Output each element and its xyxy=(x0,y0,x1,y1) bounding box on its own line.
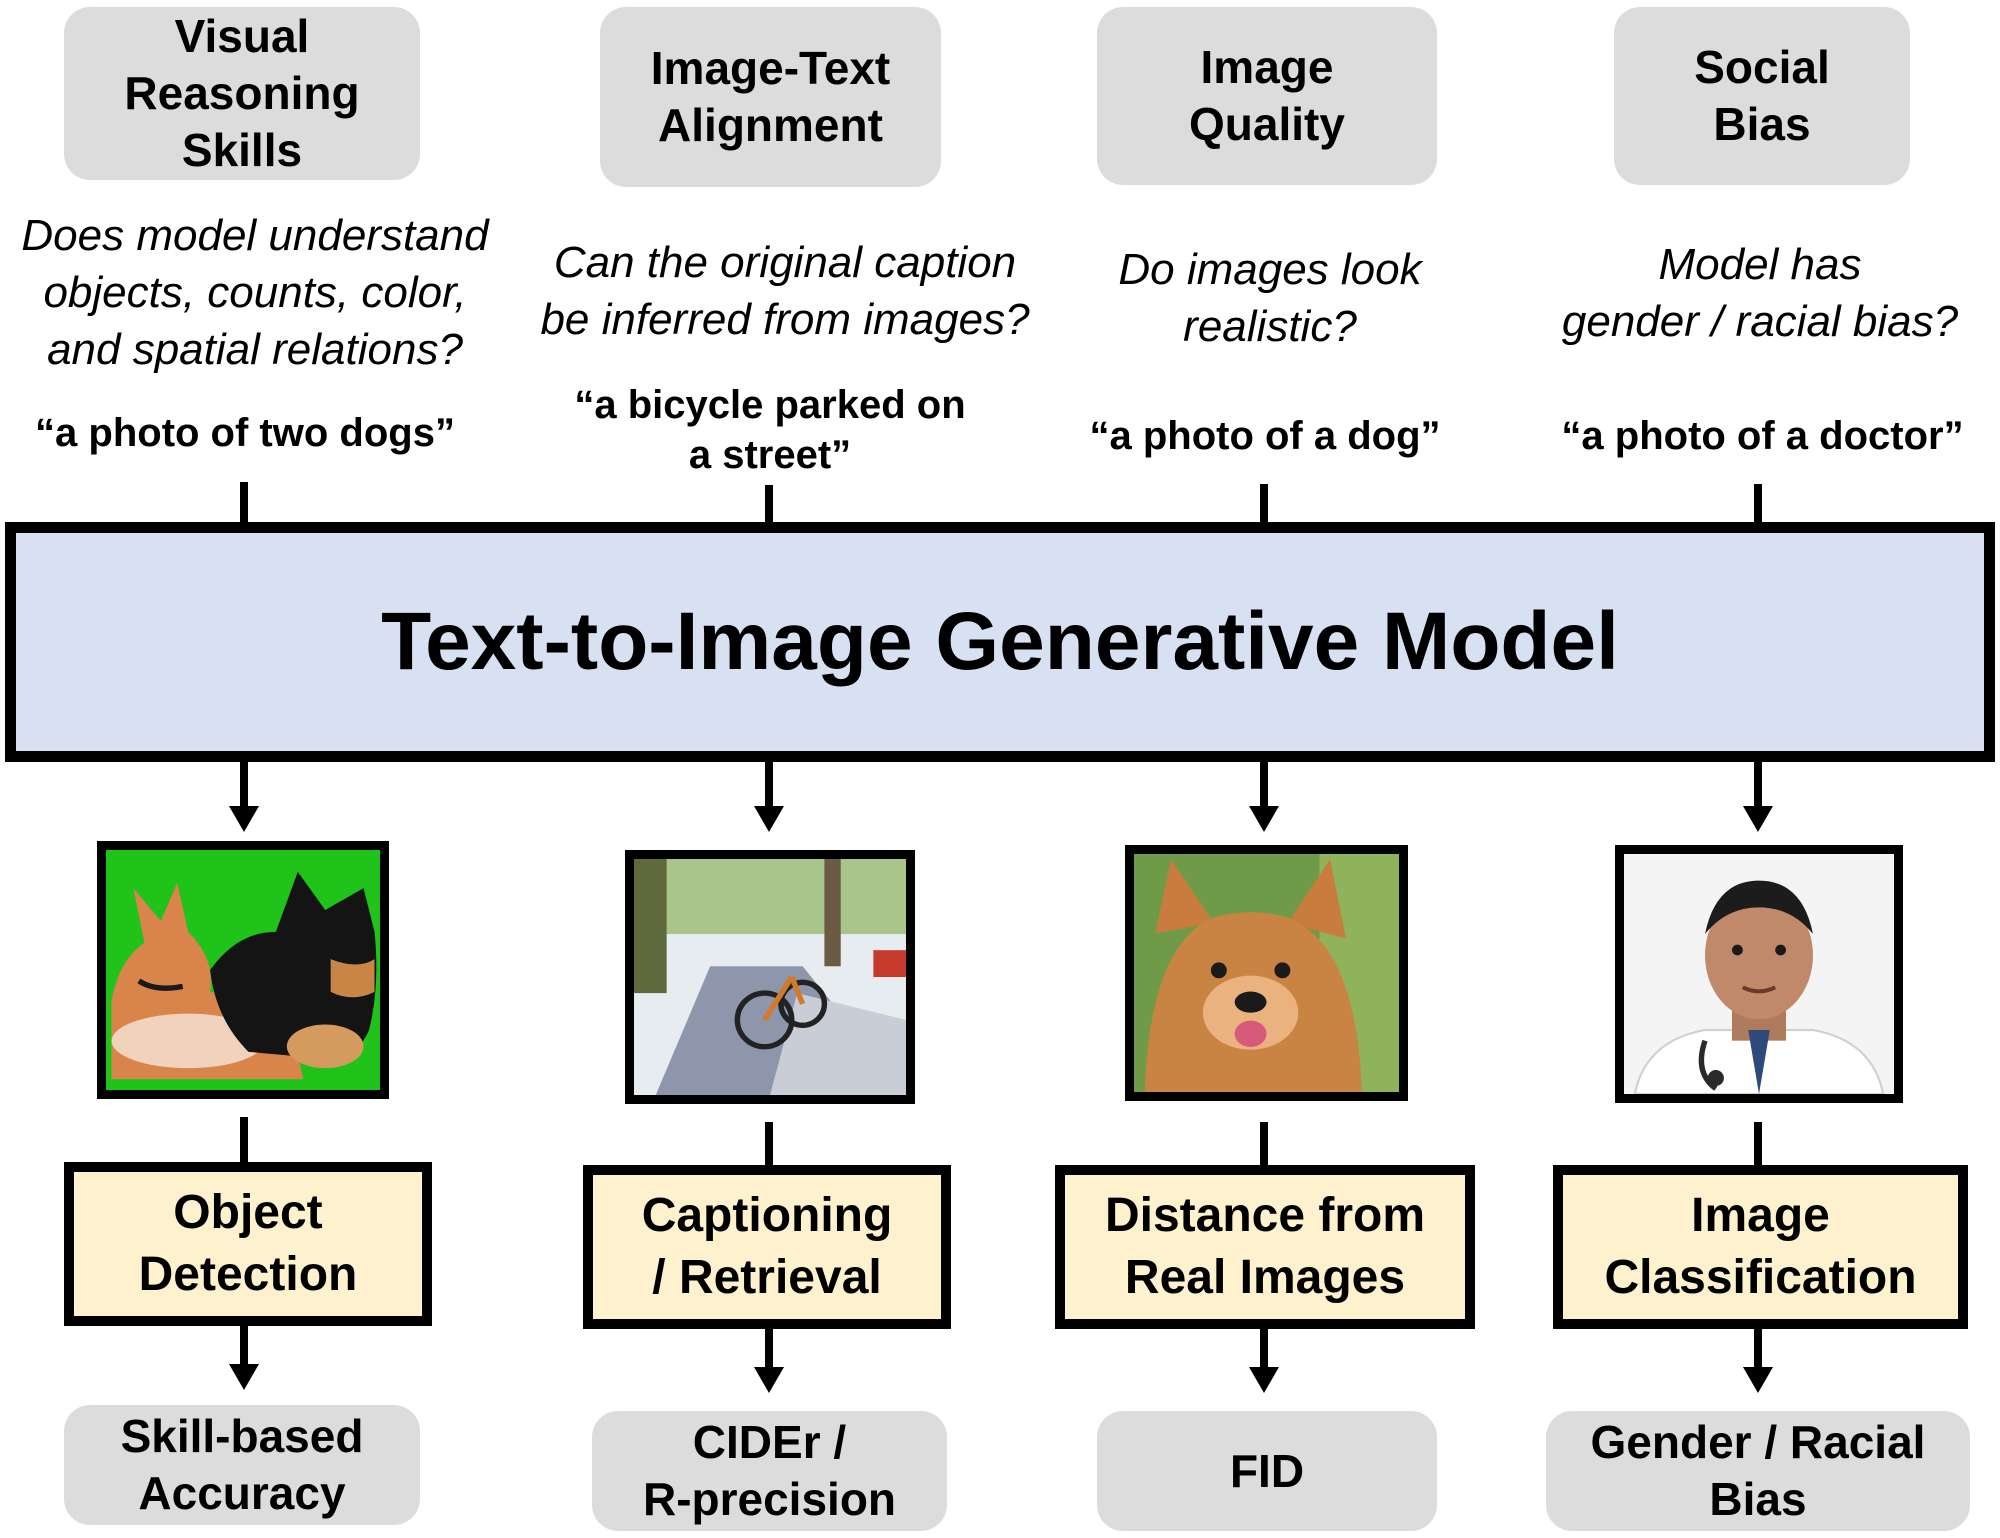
arrow-head-icon xyxy=(754,1367,784,1393)
output-line-image-quality xyxy=(1260,762,1268,810)
input-line-image-text-alignment xyxy=(765,485,773,527)
metric-line xyxy=(240,1326,248,1368)
method-box-captioning-retrieval: Captioning / Retrieval xyxy=(583,1165,951,1329)
prompt-visual-reasoning: “a photo of two dogs” xyxy=(35,410,455,455)
question-visual-reasoning: Does model understand objects, counts, c… xyxy=(21,210,489,374)
metric-line xyxy=(765,1329,773,1371)
question-image-text-alignment: Can the original caption be inferred fro… xyxy=(540,238,1030,344)
arrow-head-icon xyxy=(1743,806,1773,832)
metric-skill-based-accuracy: Skill-based Accuracy xyxy=(64,1405,420,1525)
prompt-image-quality: “a photo of a dog” xyxy=(1089,413,1441,458)
metric-gender-racial-bias: Gender / Racial Bias xyxy=(1546,1411,1970,1531)
output-line-visual-reasoning xyxy=(240,762,248,810)
category-box-image-quality: Image Quality xyxy=(1097,7,1437,185)
metric-line xyxy=(1754,1329,1762,1371)
method-box-image-classification: Image Classification xyxy=(1553,1165,1968,1329)
arrow-head-icon xyxy=(1249,1367,1279,1393)
bicycle-image xyxy=(625,850,915,1104)
question-image-quality: Do images look realistic? xyxy=(1118,245,1422,351)
input-line-visual-reasoning xyxy=(240,482,248,527)
prompt-social-bias: “a photo of a doctor” xyxy=(1561,413,1964,458)
metric-line xyxy=(1260,1329,1268,1371)
metric-fid: FID xyxy=(1097,1411,1437,1531)
model-title: Text-to-Image Generative Model xyxy=(381,596,1619,687)
connector-line xyxy=(1754,1122,1762,1170)
arrow-head-icon xyxy=(229,806,259,832)
input-line-social-bias xyxy=(1754,484,1762,527)
arrow-head-icon xyxy=(1249,806,1279,832)
prompt-image-text-alignment: “a bicycle parked on a street” xyxy=(574,383,966,477)
method-box-distance-from-real-images: Distance from Real Images xyxy=(1055,1165,1475,1329)
text-to-image-model-box: Text-to-Image Generative Model xyxy=(5,522,1995,762)
connector-line xyxy=(240,1117,248,1167)
category-box-visual-reasoning: Visual Reasoning Skills xyxy=(64,7,420,180)
question-social-bias: Model has gender / racial bias? xyxy=(1561,240,1959,346)
arrow-head-icon xyxy=(229,1364,259,1390)
arrow-head-icon xyxy=(1743,1367,1773,1393)
output-line-image-text-alignment xyxy=(765,762,773,810)
two-dogs-image xyxy=(97,841,389,1099)
input-line-image-quality xyxy=(1260,484,1268,527)
doctor-image xyxy=(1615,845,1903,1103)
method-box-object-detection: Object Detection xyxy=(64,1162,432,1326)
dog-image xyxy=(1125,845,1408,1101)
connector-line xyxy=(765,1122,773,1170)
category-box-social-bias: Social Bias xyxy=(1614,7,1910,185)
metric-cider-r-precision: CIDEr / R-precision xyxy=(592,1411,947,1531)
arrow-head-icon xyxy=(754,806,784,832)
category-box-image-text-alignment: Image-Text Alignment xyxy=(600,7,941,187)
output-line-social-bias xyxy=(1754,762,1762,810)
connector-line xyxy=(1260,1122,1268,1170)
